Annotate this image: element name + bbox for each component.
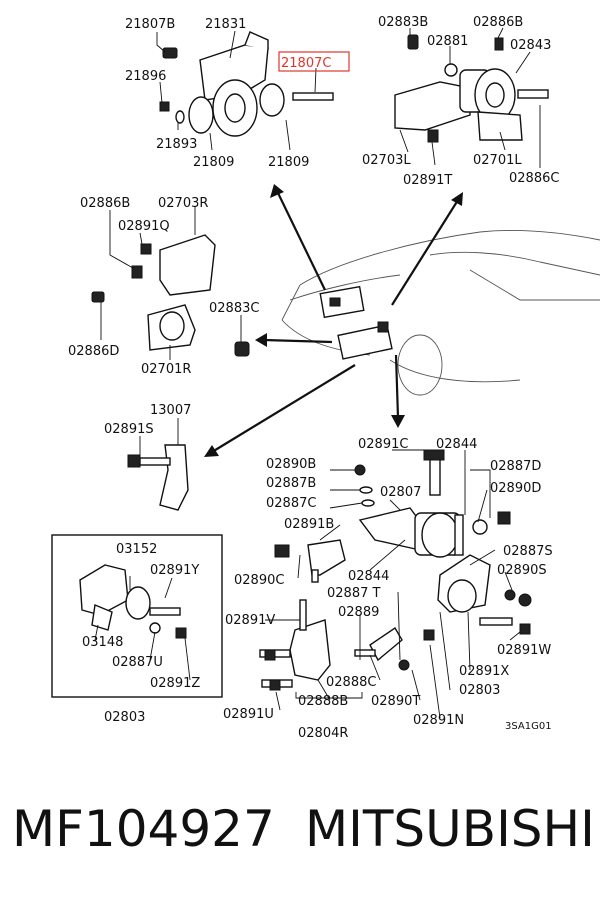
rear-mount-assembly xyxy=(274,449,511,583)
callout-02803-box: 02803 xyxy=(104,710,145,725)
callout-13007: 13007 xyxy=(150,403,191,418)
callout-21809-right: 21809 xyxy=(268,155,309,170)
right-mount-assembly xyxy=(91,234,250,357)
callout-02887D: 02887D xyxy=(490,459,541,474)
callout-02891S: 02891S xyxy=(104,422,154,437)
engine-mount-exploded-diagram: 21807B 21831 21807C 21896 21893 21809 21… xyxy=(51,15,600,741)
callout-02887B: 02887B xyxy=(266,476,316,491)
callout-02843: 02843 xyxy=(510,38,551,53)
callout-02887U: 02887U xyxy=(112,655,163,670)
callout-03152: 03152 xyxy=(116,542,157,557)
callout-02886D: 02886D xyxy=(68,344,119,359)
callout-02891Y: 02891Y xyxy=(150,563,199,578)
callout-21831: 21831 xyxy=(205,17,246,32)
callout-02703L: 02703L xyxy=(362,153,411,168)
callout-02881: 02881 xyxy=(427,34,468,49)
callout-02701L: 02701L xyxy=(473,153,522,168)
callout-02891T: 02891T xyxy=(403,173,452,188)
callout-02891X: 02891X xyxy=(459,664,509,679)
callout-02890B: 02890B xyxy=(266,457,316,472)
callout-02891B: 02891B xyxy=(284,517,334,532)
callout-02844-bottom: 02844 xyxy=(348,569,389,584)
callout-02891W: 02891W xyxy=(497,643,551,658)
left-mount-assembly xyxy=(394,34,549,143)
callout-02891U: 02891U xyxy=(223,707,274,722)
direction-arrows xyxy=(204,184,463,457)
callout-02887C: 02887C xyxy=(266,496,316,511)
transmission-mount-assembly xyxy=(437,554,532,635)
callout-02891Q: 02891Q xyxy=(118,219,170,234)
callout-02891V: 02891V xyxy=(225,613,275,628)
callout-02891Z: 02891Z xyxy=(150,676,200,691)
callout-21809-left: 21809 xyxy=(193,155,234,170)
callout-02886B-top: 02886B xyxy=(473,15,523,30)
callout-02886B-left: 02886B xyxy=(80,196,130,211)
callout-02804R: 02804R xyxy=(298,726,348,741)
callout-02887T: 02887 T xyxy=(327,586,380,601)
front-mount-assembly xyxy=(159,31,334,137)
callout-02890S: 02890S xyxy=(497,563,547,578)
callout-02887S: 02887S xyxy=(503,544,553,559)
callout-02889: 02889 xyxy=(338,605,379,620)
figure-code: 3SA1G01 xyxy=(505,721,552,732)
callout-02883C: 02883C xyxy=(209,301,259,316)
callout-02890C: 02890C xyxy=(234,573,284,588)
callout-02891C: 02891C xyxy=(358,437,408,452)
callout-03148: 03148 xyxy=(82,635,123,650)
callout-21807B: 21807B xyxy=(125,17,175,32)
callout-02883B: 02883B xyxy=(378,15,428,30)
callout-02888B: 02888B xyxy=(298,694,348,709)
boxed-subassembly xyxy=(51,534,223,698)
callout-02803-mid: 02803 xyxy=(459,683,500,698)
callout-02891N: 02891N xyxy=(413,713,464,728)
part-number: MF104927 xyxy=(12,800,275,858)
callout-02886C: 02886C xyxy=(509,171,559,186)
highlight-box-21807C xyxy=(278,51,350,72)
leader-lines xyxy=(94,27,541,719)
callout-02890T: 02890T xyxy=(371,694,420,709)
car-outline xyxy=(281,229,600,396)
callout-02807: 02807 xyxy=(380,485,421,500)
callout-02703R: 02703R xyxy=(158,196,208,211)
callout-21893: 21893 xyxy=(156,137,197,152)
callout-02888C: 02888C xyxy=(326,675,376,690)
callout-labels: 21807B 21831 21807C 21896 21893 21809 21… xyxy=(68,15,559,741)
brand-name: MITSUBISHI xyxy=(305,800,595,858)
callout-02701R: 02701R xyxy=(141,362,191,377)
callout-02890D: 02890D xyxy=(490,481,541,496)
footer: MF104927 MITSUBISHI xyxy=(0,800,600,880)
bracket-13007 xyxy=(127,444,189,511)
callout-21807C: 21807C xyxy=(281,56,331,71)
callout-02844-top: 02844 xyxy=(436,437,477,452)
callout-21896: 21896 xyxy=(125,69,166,84)
